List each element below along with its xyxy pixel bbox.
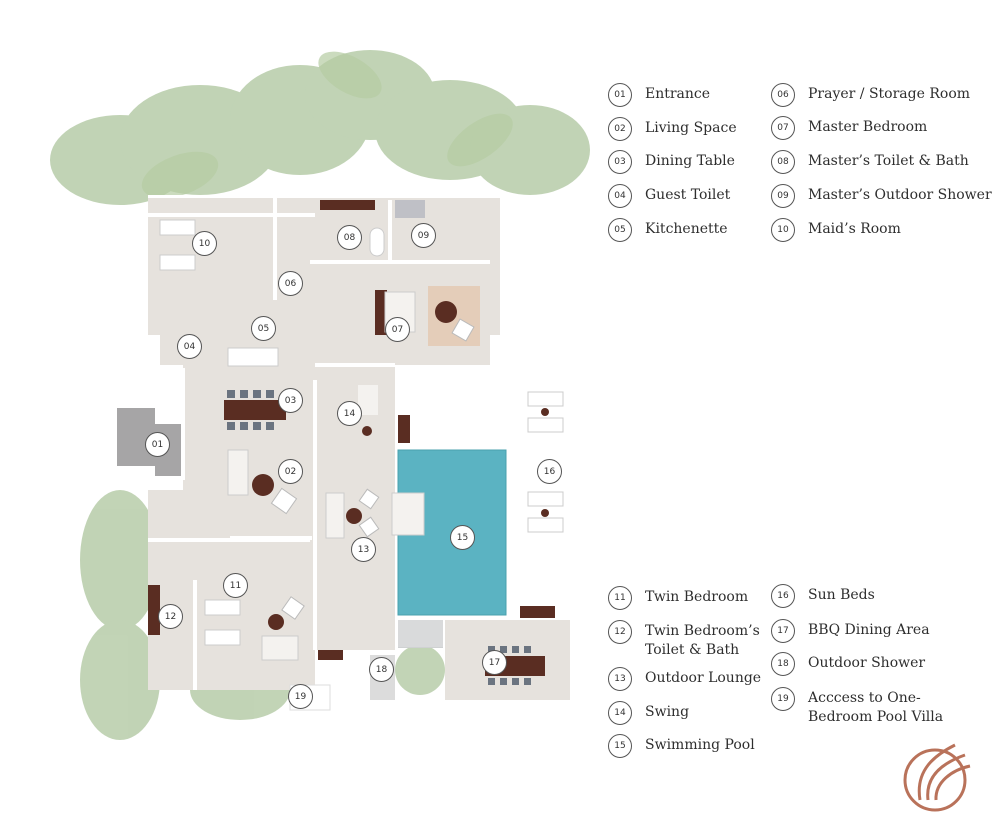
legend-item-12: 12 Twin Bedroom’s Toilet & Bath xyxy=(608,620,765,660)
legend-item-07: 07 Master Bedroom xyxy=(771,116,927,140)
legend-label: Master’s Outdoor Shower xyxy=(808,187,992,203)
legend-item-11: 11 Twin Bedroom xyxy=(608,586,748,610)
legend-number: 18 xyxy=(771,652,795,676)
legend-label: Twin Bedroom’s Toilet & Bath xyxy=(645,623,760,658)
plan-marker-04: 04 xyxy=(177,334,202,359)
legend-label: Prayer / Storage Room xyxy=(808,86,971,102)
legend-label: Maid’s Room xyxy=(808,221,901,237)
legend-item-01: 01 Entrance xyxy=(608,83,710,107)
legend-number: 10 xyxy=(771,218,795,242)
plan-marker-17: 17 xyxy=(482,650,507,675)
palm-leaves xyxy=(141,51,513,199)
legend-label: Swing xyxy=(645,704,690,720)
legend-item-19: 19 Acccess to One-Bedroom Pool Villa xyxy=(771,687,968,727)
legend-item-06: 06 Prayer / Storage Room xyxy=(771,83,970,107)
legend-label: Acccess to One-Bedroom Pool Villa xyxy=(808,690,944,725)
legend-label: Twin Bedroom xyxy=(645,589,749,605)
plan-marker-08: 08 xyxy=(337,225,362,250)
legend-number: 02 xyxy=(608,117,632,141)
legend-number: 08 xyxy=(771,150,795,174)
plan-marker-05: 05 xyxy=(251,316,276,341)
legend-label: Sun Beds xyxy=(808,587,875,603)
legend-item-08: 08 Master’s Toilet & Bath xyxy=(771,150,969,174)
legend-number: 14 xyxy=(608,701,632,725)
legend-item-05: 05 Kitchenette xyxy=(608,218,728,242)
legend-number: 09 xyxy=(771,184,795,208)
legend-label: Living Space xyxy=(645,120,737,136)
legend-number: 13 xyxy=(608,667,632,691)
legend-item-18: 18 Outdoor Shower xyxy=(771,652,925,676)
plan-marker-03: 03 xyxy=(278,388,303,413)
legend-label: Dining Table xyxy=(645,153,735,169)
plan-marker-10: 10 xyxy=(192,231,217,256)
plan-marker-06: 06 xyxy=(278,271,303,296)
plan-marker-02: 02 xyxy=(278,459,303,484)
legend-number: 11 xyxy=(608,586,632,610)
plan-marker-07: 07 xyxy=(385,317,410,342)
legend-item-17: 17 BBQ Dining Area xyxy=(771,619,930,643)
legend-number: 07 xyxy=(771,116,795,140)
plan-marker-09: 09 xyxy=(411,223,436,248)
plan-marker-01: 01 xyxy=(145,432,170,457)
legend-label: Outdoor Lounge xyxy=(645,670,762,686)
legend-number: 17 xyxy=(771,619,795,643)
legend-item-14: 14 Swing xyxy=(608,701,689,725)
legend-item-02: 02 Living Space xyxy=(608,117,737,141)
plan-marker-14: 14 xyxy=(337,401,362,426)
plan-marker-16: 16 xyxy=(537,459,562,484)
legend-label: Master’s Toilet & Bath xyxy=(808,153,969,169)
legend-label: BBQ Dining Area xyxy=(808,622,930,638)
legend-item-16: 16 Sun Beds xyxy=(771,584,875,608)
legend-item-04: 04 Guest Toilet xyxy=(608,184,730,208)
legend-item-03: 03 Dining Table xyxy=(608,150,735,174)
legend-item-09: 09 Master’s Outdoor Shower xyxy=(771,184,992,208)
legend-item-10: 10 Maid’s Room xyxy=(771,218,901,242)
legend-number: 01 xyxy=(608,83,632,107)
legend-label: Swimming Pool xyxy=(645,737,755,753)
legend-number: 16 xyxy=(771,584,795,608)
legend-label: Master Bedroom xyxy=(808,119,928,135)
brand-logo-icon xyxy=(903,743,971,812)
legend-number: 03 xyxy=(608,150,632,174)
plan-marker-19: 19 xyxy=(288,684,313,709)
legend-item-15: 15 Swimming Pool xyxy=(608,734,755,758)
plan-marker-11: 11 xyxy=(223,573,248,598)
legend-number: 15 xyxy=(608,734,632,758)
walls xyxy=(148,198,490,690)
legend-label: Entrance xyxy=(645,86,711,102)
legend-number: 12 xyxy=(608,620,632,644)
plan-marker-18: 18 xyxy=(369,657,394,682)
plan-marker-15: 15 xyxy=(450,525,475,550)
plan-marker-13: 13 xyxy=(351,537,376,562)
legend-label: Kitchenette xyxy=(645,221,728,237)
legend-number: 05 xyxy=(608,218,632,242)
legend-item-13: 13 Outdoor Lounge xyxy=(608,667,761,691)
legend-label: Guest Toilet xyxy=(645,187,731,203)
legend-number: 06 xyxy=(771,83,795,107)
furniture xyxy=(148,200,564,685)
legend-number: 04 xyxy=(608,184,632,208)
plan-marker-12: 12 xyxy=(158,604,183,629)
legend-number: 19 xyxy=(771,687,795,711)
legend-label: Outdoor Shower xyxy=(808,655,926,671)
